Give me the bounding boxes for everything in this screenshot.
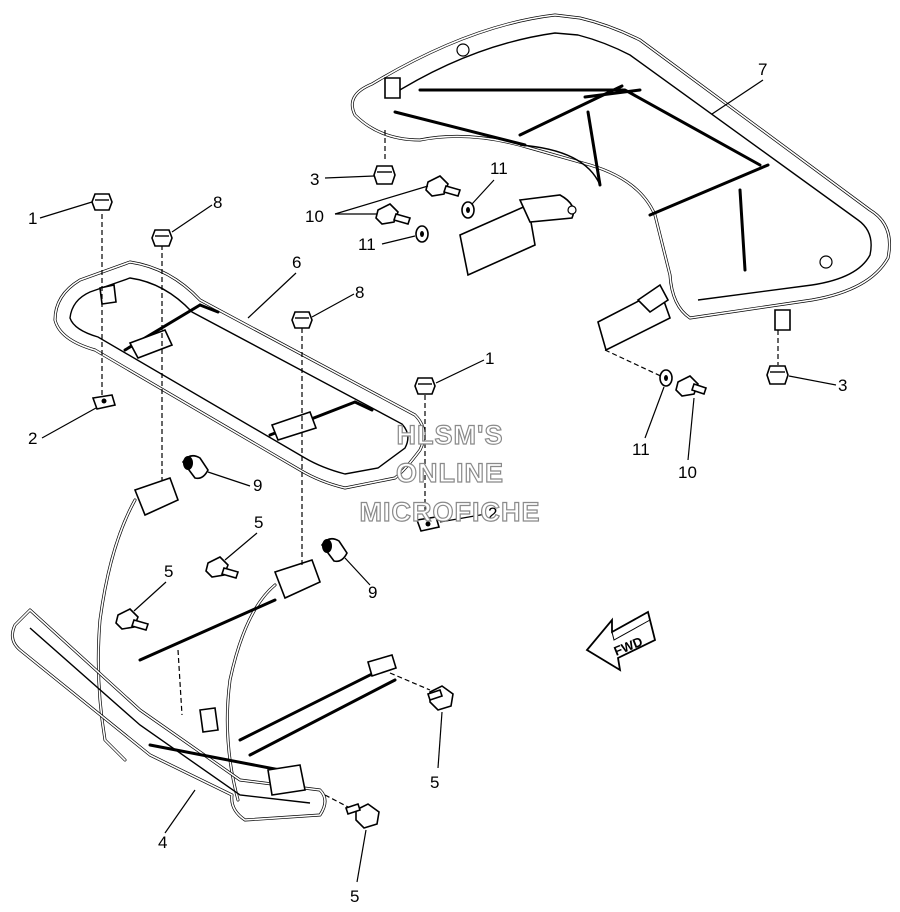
watermark-line-1: HLSM'S bbox=[397, 420, 504, 450]
bolt-5-b bbox=[115, 608, 150, 631]
callout-nut-2-right: 2 bbox=[488, 504, 497, 523]
bolt-8-b bbox=[291, 311, 313, 329]
watermark-line-3: MICROFICHE bbox=[360, 497, 541, 527]
washer-11-c bbox=[659, 369, 673, 387]
callout-bolt-10-lower: 10 bbox=[678, 463, 697, 482]
callout-bolt-10-group: 10 bbox=[305, 207, 324, 226]
callout-cap-9-a: 9 bbox=[253, 476, 262, 495]
callout-washer-11-c: 11 bbox=[632, 440, 650, 459]
callout-bolt-8-b: 8 bbox=[355, 283, 364, 302]
callout-bolt-3-lower: 3 bbox=[838, 376, 847, 395]
callout-washer-11-b: 11 bbox=[358, 235, 376, 254]
callout-bolt-5-d: 5 bbox=[350, 887, 359, 906]
front-carrier bbox=[53, 260, 426, 490]
callout-cap-9-b: 9 bbox=[368, 583, 377, 602]
fwd-direction-arrow: FWD bbox=[585, 610, 657, 672]
bolt-3-lower bbox=[766, 365, 789, 385]
assembly-lines bbox=[101, 130, 779, 809]
callout-bolt-1-left: 1 bbox=[28, 209, 37, 228]
bolt-5-a bbox=[205, 556, 240, 579]
bolt-3-upper bbox=[373, 165, 396, 185]
callout-bolt-5-c: 5 bbox=[430, 773, 439, 792]
bolt-1-right bbox=[414, 377, 436, 395]
callout-front-carrier: 6 bbox=[292, 253, 301, 272]
callout-bolt-5-b: 5 bbox=[164, 562, 173, 581]
washer-11-b bbox=[415, 225, 429, 243]
callout-bolt-3-upper: 3 bbox=[310, 170, 319, 189]
bolt-10-upper bbox=[425, 175, 462, 197]
callout-bolt-8-a: 8 bbox=[213, 193, 222, 212]
washer-11-a bbox=[461, 201, 475, 219]
cap-9-b bbox=[321, 537, 348, 563]
nut-2-left bbox=[91, 394, 117, 410]
callout-front-bumper: 4 bbox=[158, 833, 167, 852]
callout-rear-carrier: 7 bbox=[758, 60, 767, 79]
nut-2-right bbox=[415, 516, 441, 532]
callout-bolt-1-right: 1 bbox=[485, 349, 494, 368]
watermark-line-2: ONLINE bbox=[396, 458, 504, 488]
callout-nut-2-left: 2 bbox=[28, 429, 37, 448]
bolt-5-d bbox=[344, 802, 380, 829]
bolt-1-left bbox=[91, 193, 113, 211]
watermark: HLSM'S ONLINE MICROFICHE bbox=[359, 419, 541, 527]
callout-bolt-5-a: 5 bbox=[254, 513, 263, 532]
cap-9-a bbox=[182, 454, 209, 480]
rear-carrier bbox=[350, 13, 891, 352]
front-bumper bbox=[10, 476, 397, 822]
bolt-8-a bbox=[151, 229, 173, 247]
bolt-10-lower bbox=[675, 375, 708, 397]
bolt-5-c bbox=[426, 685, 454, 711]
bolt-10-middle bbox=[375, 203, 412, 225]
callout-washer-11-a: 11 bbox=[490, 159, 508, 178]
